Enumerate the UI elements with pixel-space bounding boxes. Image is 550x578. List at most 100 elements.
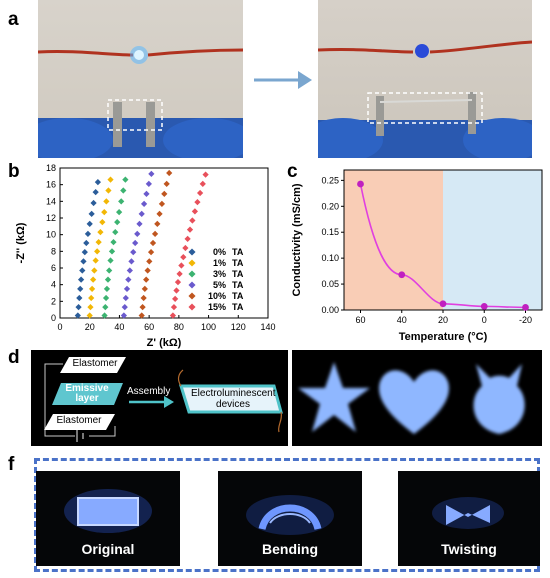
legend-label-b: 10% [208, 291, 226, 301]
x-tick-label-b: 120 [231, 322, 246, 332]
legend-label-b: 5% [213, 280, 226, 290]
data-point-b [182, 244, 189, 252]
data-point-c [398, 271, 406, 279]
data-point-b [122, 294, 129, 302]
star-shape [298, 362, 370, 432]
data-point-b [186, 226, 194, 233]
data-point-b [112, 229, 119, 236]
top-elastomer-label: Elastomer [72, 358, 118, 369]
data-point-b [79, 267, 86, 274]
legend-marker-b [188, 248, 196, 256]
data-point-b [196, 189, 204, 197]
data-point-b [76, 294, 83, 302]
data-point-b [92, 257, 99, 264]
legend-label-b: 3% [213, 269, 226, 279]
y-tick-label-b: 16 [46, 180, 56, 190]
legend-label-b: 0% [213, 247, 226, 257]
region-cold [443, 170, 542, 310]
data-point-b [161, 190, 168, 197]
data-point-b [91, 267, 98, 274]
y-tick-label-c: 0.05 [321, 279, 339, 289]
original-device-shape [77, 497, 139, 526]
data-point-b [145, 180, 152, 187]
y-tick-label-b: 14 [46, 196, 56, 206]
y-axis-label-c: Conductivity (mS/cm) [291, 183, 303, 296]
y-tick-label-b: 10 [46, 230, 56, 240]
bending-device-shape [258, 504, 322, 531]
data-point-b [140, 200, 148, 207]
data-point-b [95, 239, 102, 246]
data-point-b [97, 229, 104, 236]
y-tick-label-c: 0.20 [321, 201, 339, 211]
y-tick-label-c: 0.10 [321, 253, 339, 263]
data-point-c [480, 302, 488, 310]
legend-unit-b: TA [232, 280, 244, 290]
arrow-right-icon [252, 68, 314, 92]
y-tick-label-b: 12 [46, 213, 56, 223]
x-tick-label-c: 20 [438, 315, 448, 325]
heart-shape [379, 370, 449, 434]
assembly-diagram-drawing [44, 357, 283, 442]
data-point-b [202, 171, 209, 178]
y-tick-label-b: 8 [51, 246, 56, 256]
data-point-b [144, 267, 151, 274]
data-point-b [146, 258, 153, 265]
x-axis-label-b: Z' (kΩ) [147, 337, 182, 349]
x-tick-label-b: 140 [260, 322, 275, 332]
y-tick-label-b: 0 [51, 313, 56, 323]
data-point-b [108, 248, 116, 255]
data-point-b [199, 180, 206, 187]
data-point-b [80, 258, 87, 265]
panel-label-c: c [287, 161, 298, 182]
legend-marker-b [188, 259, 196, 267]
x-tick-label-b: 0 [57, 322, 62, 332]
bottom-elastomer-label: Elastomer [56, 415, 102, 426]
data-point-b [103, 198, 110, 205]
data-point-b [99, 219, 106, 226]
photo-original: Original [36, 471, 180, 566]
data-point-b [81, 249, 88, 256]
data-point-b [166, 169, 173, 177]
data-point-b [102, 294, 110, 302]
legend-unit-b: TA [232, 269, 244, 279]
x-tick-label-b: 20 [85, 322, 95, 332]
data-point-b [86, 312, 93, 319]
region-warm [344, 170, 443, 310]
data-point-b [105, 187, 112, 194]
legend-marker-b [188, 281, 196, 289]
data-point-b [149, 239, 157, 247]
luminescent-shapes-photo [292, 350, 542, 446]
y-tick-label-b: 18 [46, 163, 56, 173]
y-tick-label-c: 0.00 [321, 305, 339, 315]
data-point-b [116, 209, 123, 216]
data-point-b [141, 285, 148, 292]
plot-frame-b [59, 167, 269, 319]
photo-led-before-drawing [38, 46, 243, 158]
data-point-b [110, 239, 117, 246]
data-point-b [189, 217, 196, 224]
data-point-b [194, 199, 201, 206]
data-point-b [75, 304, 82, 311]
data-point-b [84, 230, 92, 237]
data-point-b [90, 276, 97, 283]
data-point-b [77, 276, 85, 283]
data-point-b [128, 258, 135, 265]
legend-marker-b [188, 292, 196, 300]
emissive-layer-label: Emissive layer [65, 383, 109, 404]
data-point-c [522, 304, 529, 311]
data-point-b [147, 249, 155, 256]
data-point-b [104, 276, 112, 283]
data-point-b [174, 279, 182, 286]
data-point-b [101, 312, 108, 319]
data-point-b [87, 304, 94, 311]
data-point-b [88, 285, 96, 292]
photo-bending: Bending [218, 471, 362, 566]
data-point-b [114, 219, 121, 226]
y-tick-label-c: 0.25 [321, 175, 339, 185]
data-point-b [148, 170, 155, 177]
x-tick-label-b: 60 [144, 322, 154, 332]
data-point-b [102, 304, 109, 311]
legend-label-b: 15% [208, 302, 226, 312]
label-twisting: Twisting [441, 541, 497, 557]
data-point-b [143, 190, 150, 197]
